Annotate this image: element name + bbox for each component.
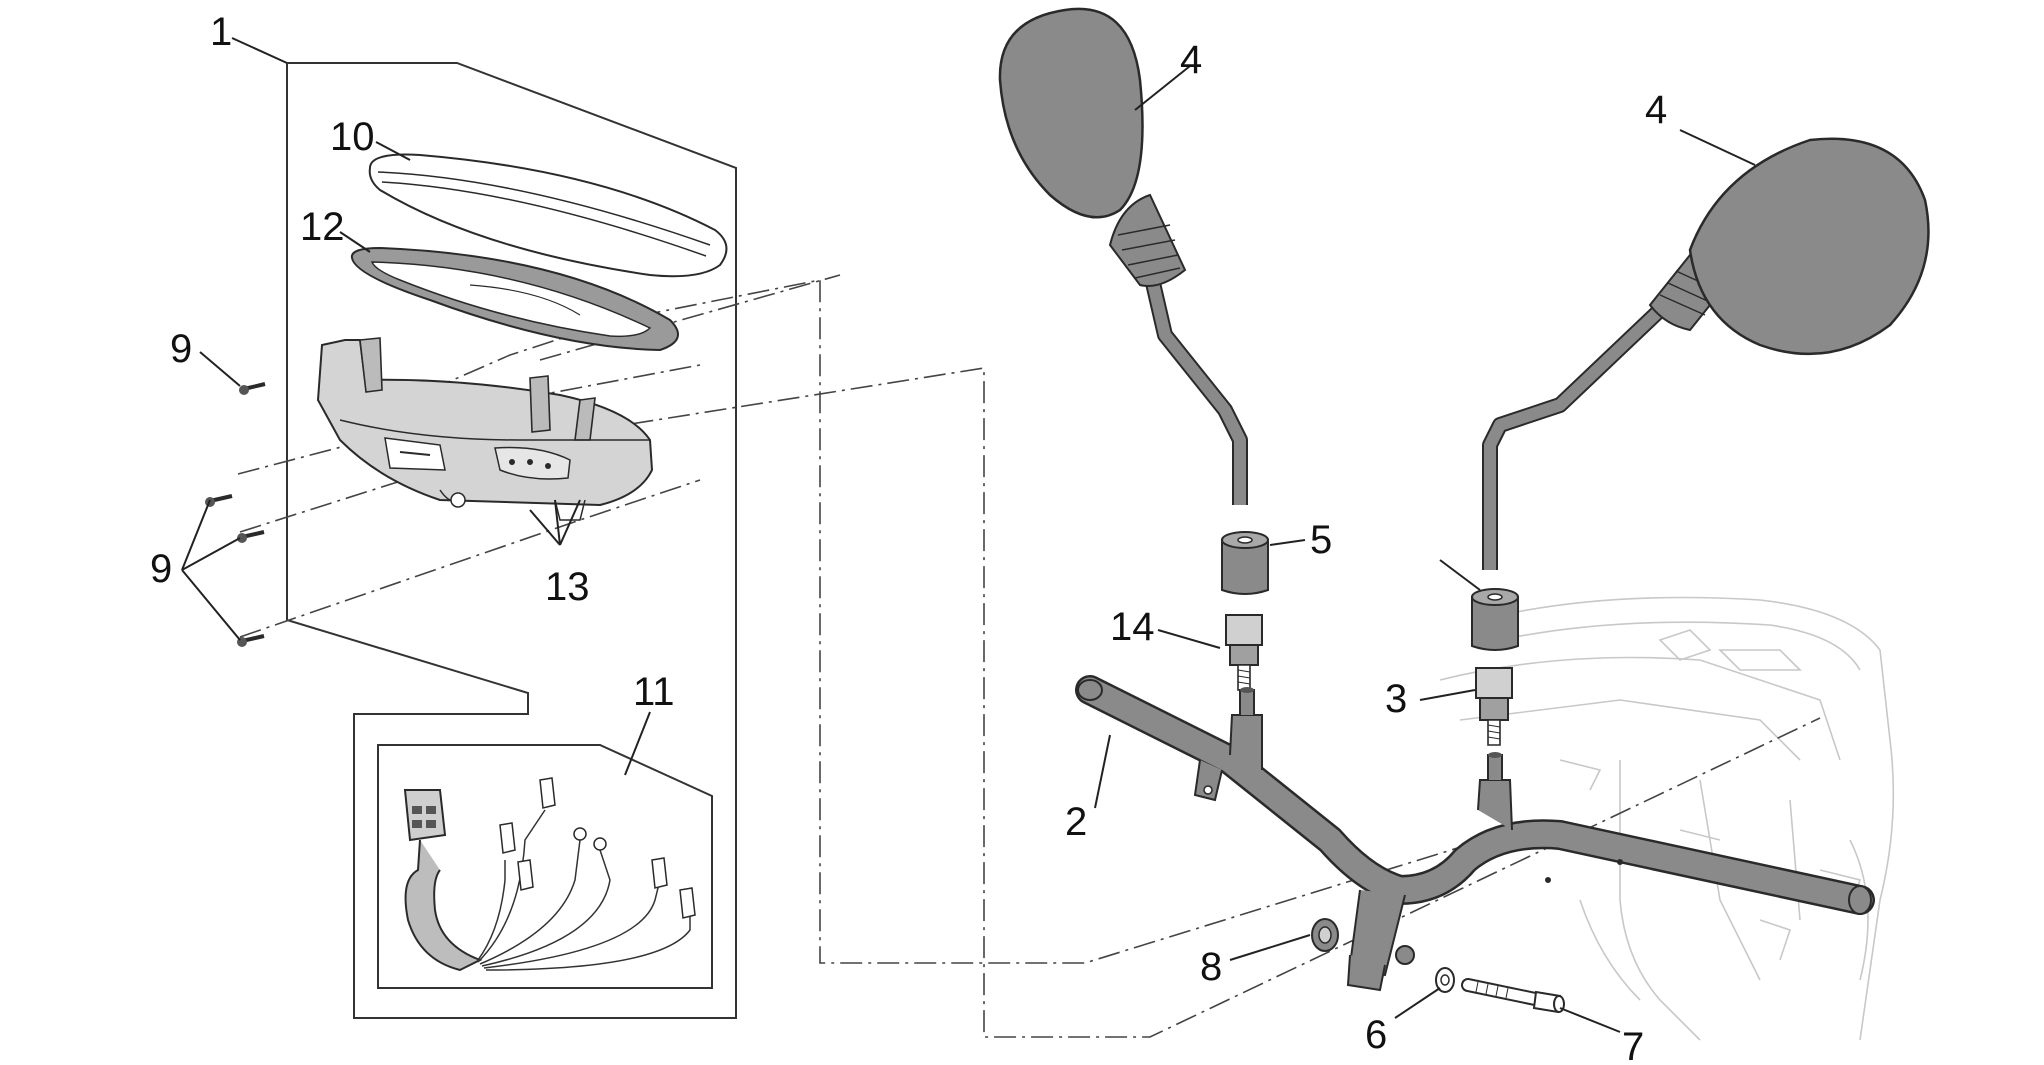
mirror-left <box>998 7 1248 505</box>
bolt <box>1461 978 1565 1014</box>
callout-12: 12 <box>300 205 345 249</box>
callout-4: 4 <box>1180 38 1202 82</box>
callout-13: 13 <box>545 565 590 609</box>
callout-1: 1 <box>210 10 232 54</box>
screw <box>237 634 265 647</box>
callout-11: 11 <box>633 670 675 714</box>
wiring-harness <box>403 777 696 972</box>
callout-9: 9 <box>170 327 192 371</box>
callout-4: 4 <box>1645 88 1667 132</box>
lens-gasket <box>350 246 679 352</box>
callout-9: 9 <box>150 547 172 591</box>
callout-14: 14 <box>1110 605 1155 649</box>
washer <box>1435 967 1455 993</box>
mirror-adapter-left <box>1225 614 1263 691</box>
callout-6: 6 <box>1365 1013 1387 1057</box>
instrument-lens <box>368 153 728 278</box>
callout-8: 8 <box>1200 945 1222 989</box>
instrument-housing <box>316 337 654 521</box>
callout-labels: 1 10 12 9 9 13 11 4 4 5 14 3 2 8 6 7 <box>150 10 1667 1065</box>
mirror-right <box>1482 137 1930 570</box>
screw <box>237 530 265 543</box>
callout-2: 2 <box>1065 800 1087 844</box>
wiring-kit-frame <box>377 744 713 989</box>
callout-5: 5 <box>1310 518 1332 562</box>
mirror-adapter-right <box>1475 667 1513 746</box>
spacer-right <box>1471 588 1519 651</box>
spacer-left <box>1221 531 1269 595</box>
leader-lines <box>181 37 1756 1033</box>
callout-10: 10 <box>330 115 375 159</box>
screw <box>239 382 266 395</box>
kit-frame-outline <box>286 62 737 1019</box>
bushing <box>1311 918 1339 952</box>
callout-7: 7 <box>1622 1025 1644 1065</box>
handlebar <box>1075 675 1875 992</box>
callout-3: 3 <box>1385 677 1407 721</box>
